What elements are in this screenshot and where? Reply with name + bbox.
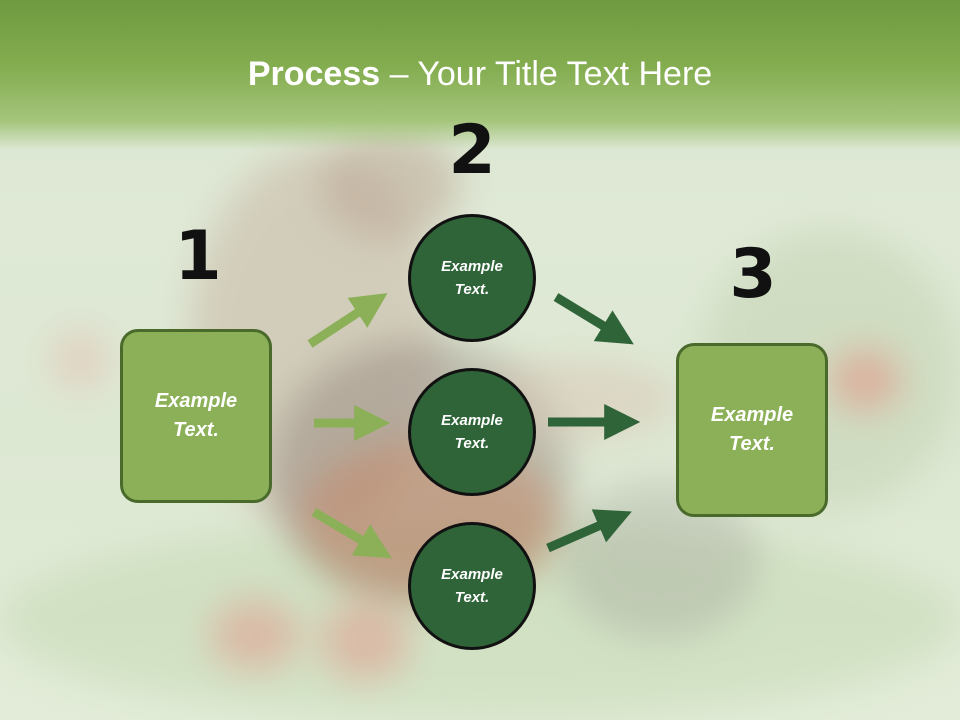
step-number-1: 1: [174, 217, 222, 296]
circle-2-text: Example Text.: [441, 412, 503, 452]
arrow-to-circle-3: [311, 508, 392, 559]
arrow-from-circle-1: [553, 293, 634, 345]
background-poppy: [50, 330, 110, 390]
left-box-text: Example Text.: [154, 390, 238, 441]
right-box-text: Example Text.: [710, 404, 794, 455]
step-number-2: 2: [448, 111, 496, 190]
circle-1-text: Example Text.: [441, 258, 503, 298]
circle-1[interactable]: Example Text.: [408, 214, 536, 342]
circle-3-text: Example Text.: [441, 566, 503, 606]
left-text-box[interactable]: Example Text.: [120, 329, 272, 503]
circle-2[interactable]: Example Text.: [408, 368, 536, 496]
step-number-3: 3: [729, 235, 777, 314]
arrow-to-circle-1: [307, 293, 388, 348]
right-text-box[interactable]: Example Text.: [676, 343, 828, 517]
title-band: [0, 0, 960, 150]
background-poppy: [210, 600, 300, 670]
background-poppy: [830, 350, 900, 410]
title-strong: Process: [247, 55, 381, 93]
title-rest: – Your Title Text Here: [380, 55, 713, 93]
background-poppy: [320, 600, 410, 680]
slide-title[interactable]: Process – Your Title Text Here: [0, 52, 960, 96]
arrow-from-circle-3: [546, 509, 632, 553]
circle-3[interactable]: Example Text.: [408, 522, 536, 650]
